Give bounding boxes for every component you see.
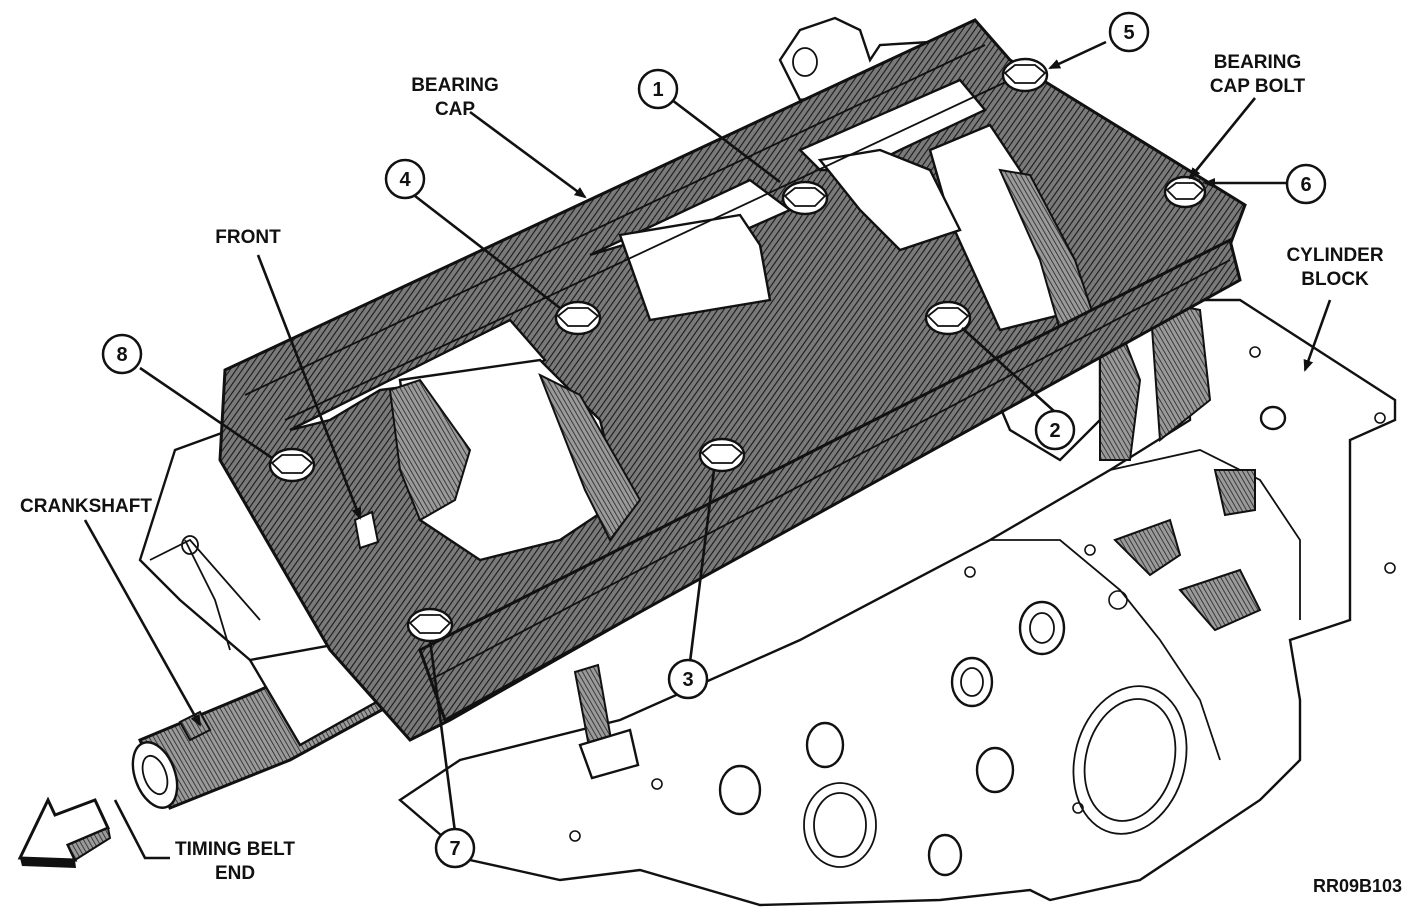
bolt-8 xyxy=(268,447,316,483)
svg-text:1: 1 xyxy=(652,79,663,101)
label-bearing-cap-line2: CAP xyxy=(434,99,476,120)
cylinder-block xyxy=(398,298,1397,907)
callout-5: 5 xyxy=(1108,11,1150,53)
bolt-5 xyxy=(1001,57,1049,93)
label-timing-belt-end: TIMING BELT END xyxy=(160,838,310,886)
label-cylinder-block: CYLINDER BLOCK xyxy=(1275,244,1395,292)
bolt-7 xyxy=(406,607,454,643)
timing-belt-direction-arrow xyxy=(17,796,112,868)
bearing-cap-bolts xyxy=(268,57,1207,643)
callout-1: 1 xyxy=(637,68,679,110)
svg-text:6: 6 xyxy=(1300,174,1311,196)
label-cylinder-block-line1: CYLINDER xyxy=(1286,245,1384,266)
callout-6: 6 xyxy=(1285,163,1327,205)
callout-8: 8 xyxy=(101,333,143,375)
bolt-3 xyxy=(698,437,746,473)
stud-bolt xyxy=(573,663,640,780)
callout-7: 7 xyxy=(434,827,476,869)
callout-circles: 1 2 3 4 5 6 7 8 xyxy=(101,11,1327,869)
bolt-1 xyxy=(781,180,829,216)
callout-3: 3 xyxy=(667,658,709,700)
bolt-2 xyxy=(924,300,972,336)
callout-2: 2 xyxy=(1034,409,1076,451)
callout-4: 4 xyxy=(384,158,426,200)
label-bearing-cap-bolt: BEARING CAP BOLT xyxy=(1195,51,1320,99)
label-bearing-cap-bolt-line1: BEARING xyxy=(1213,52,1302,73)
svg-text:2: 2 xyxy=(1049,420,1060,442)
label-bearing-cap: BEARING CAP xyxy=(395,74,515,122)
bolt-6 xyxy=(1163,175,1207,209)
svg-text:8: 8 xyxy=(116,344,127,366)
svg-text:4: 4 xyxy=(399,169,411,191)
figure-code: RR09B103 xyxy=(1312,876,1403,896)
svg-text:3: 3 xyxy=(682,669,693,691)
svg-text:5: 5 xyxy=(1123,22,1134,44)
leader-lines xyxy=(83,40,1332,860)
label-timing-belt-end-line1: TIMING BELT xyxy=(175,839,295,860)
label-cylinder-block-line2: BLOCK xyxy=(1301,269,1369,290)
bearing-cap-frame xyxy=(218,18,1247,742)
svg-text:7: 7 xyxy=(449,838,460,860)
bolt-4 xyxy=(554,300,602,336)
label-bearing-cap-line1: BEARING xyxy=(411,75,499,96)
label-front: FRONT xyxy=(215,227,281,248)
label-bearing-cap-bolt-line2: CAP BOLT xyxy=(1209,76,1306,97)
label-timing-belt-end-line2: END xyxy=(214,863,256,884)
front-marker-arrow xyxy=(353,510,380,550)
label-crankshaft: CRANKSHAFT xyxy=(20,496,152,517)
